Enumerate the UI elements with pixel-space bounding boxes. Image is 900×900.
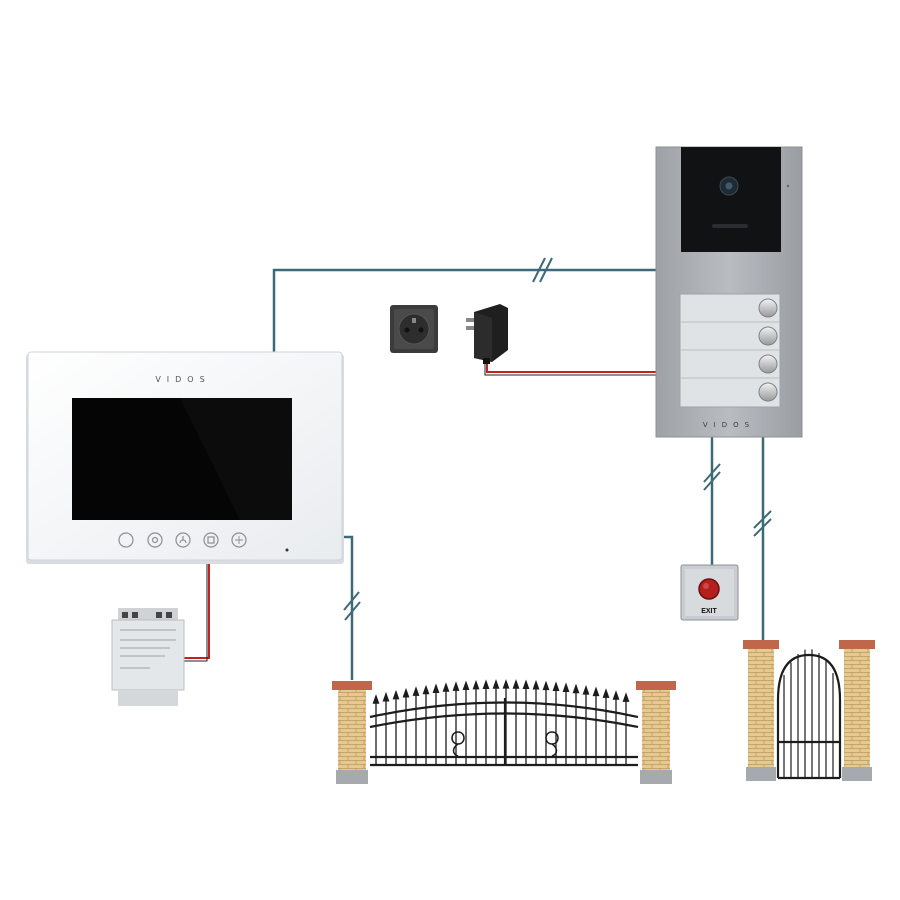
gate-spike — [492, 679, 500, 689]
gate-spike — [402, 687, 410, 698]
gate-spike — [552, 681, 560, 692]
wire-monitor-to-station — [272, 268, 656, 352]
exit-button-icon: EXIT — [680, 564, 739, 621]
monitor-button-1[interactable] — [118, 532, 134, 548]
camera-module — [681, 147, 781, 252]
wicket-bars — [783, 649, 834, 778]
call-buttons — [758, 298, 778, 402]
gate-spike — [392, 689, 400, 700]
call-button-3[interactable] — [758, 354, 778, 374]
gate-spike — [622, 692, 630, 702]
gate-spike — [382, 691, 390, 702]
gate-spike — [482, 679, 490, 689]
gate-spike — [572, 683, 580, 694]
monitor-screen — [72, 398, 292, 520]
adapter-cable-red — [486, 362, 656, 373]
exit-label: EXIT — [701, 608, 717, 615]
driveway-gate — [332, 679, 676, 784]
gate-spike — [462, 680, 470, 691]
gate-spike — [522, 679, 530, 690]
gate-spike — [512, 679, 520, 689]
gate-spike — [412, 686, 420, 696]
call-button-2[interactable] — [758, 326, 778, 346]
wicket-gate — [743, 640, 875, 781]
gate-spike — [612, 690, 620, 700]
psu-cable-black — [175, 562, 208, 662]
adapter-cable-black — [484, 362, 656, 376]
gate-spike — [422, 684, 430, 695]
exit-push-button[interactable] — [698, 578, 720, 600]
gate-spike — [472, 679, 480, 690]
monitor-button-5[interactable] — [231, 532, 247, 548]
gate-spike — [502, 679, 510, 689]
monitor-brand: VIDOS — [155, 375, 210, 384]
outdoor-door-station: VIDOS — [655, 146, 803, 438]
call-button-4[interactable] — [758, 382, 778, 402]
din-power-supply-icon — [111, 608, 185, 706]
gate-spike — [372, 694, 380, 704]
wire-break-marks — [343, 257, 772, 621]
power-adapter-icon — [466, 304, 508, 364]
wicket-pillar-left — [743, 640, 779, 781]
gate-bars — [372, 679, 630, 765]
gate-spike — [602, 688, 610, 698]
monitor-button-2[interactable] — [147, 532, 163, 548]
power-socket-icon — [390, 305, 438, 353]
gate-pillar-right — [636, 681, 676, 784]
gate-spike — [532, 679, 540, 690]
gate-spike — [542, 680, 550, 691]
call-button-1[interactable] — [758, 298, 778, 318]
power-wires — [175, 362, 656, 662]
gate-ornaments — [451, 731, 559, 757]
monitor-buttons — [118, 532, 247, 548]
indoor-monitor: VIDOS — [26, 351, 344, 564]
monitor-button-3[interactable] — [175, 532, 191, 548]
monitor-button-4[interactable] — [203, 532, 219, 548]
gate-spike — [562, 682, 570, 693]
gate-spike — [452, 681, 460, 691]
gate-pillar-left — [332, 681, 372, 784]
gate-spike — [592, 686, 600, 697]
gate-spike — [582, 685, 590, 695]
psu-cable-red — [175, 562, 210, 659]
wicket-pillar-right — [839, 640, 875, 781]
gate-spike — [432, 683, 440, 693]
gate-spike — [442, 682, 450, 692]
station-brand: VIDOS — [703, 421, 755, 429]
